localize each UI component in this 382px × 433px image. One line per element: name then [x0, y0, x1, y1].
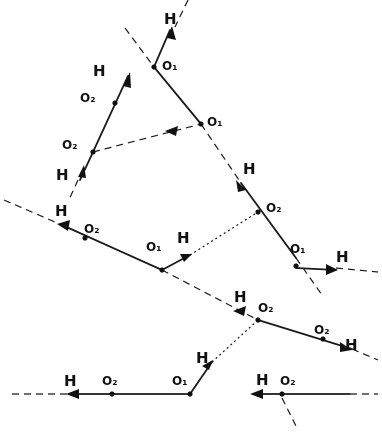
label-o1: O₁ [207, 115, 222, 129]
chain-axis-top-left [124, 27, 155, 68]
arrow-right-chain-h [236, 180, 246, 192]
atom-dot [112, 100, 118, 106]
chain-axis-right-upper [200, 123, 242, 184]
label-o2: O₂ [266, 201, 281, 215]
label-h: H [164, 10, 177, 28]
chain-axis-bottom-drop [281, 397, 299, 431]
label-h: H [55, 202, 68, 220]
label-h: H [345, 336, 358, 354]
bond-lower-chain [257, 319, 353, 350]
label-o2: O₂ [62, 138, 77, 152]
arrow-upper-left-h [57, 220, 70, 231]
label-h: H [56, 166, 69, 184]
arrow-right-o1-h [326, 264, 338, 275]
atom-dot [159, 267, 165, 273]
label-o1: O₁ [290, 242, 305, 256]
label-h: H [93, 62, 106, 80]
atom-dot [187, 391, 193, 397]
label-o2: O₂ [80, 91, 95, 105]
chain-axis-upper-left [3, 199, 63, 226]
label-h: H [243, 160, 256, 178]
arrow-bottom-right-h [250, 389, 263, 399]
hbond-middle-to-right [189, 211, 259, 256]
chain-axis-left-vertical [67, 179, 79, 203]
arrow-lower-chain-h [233, 306, 246, 316]
atom-dot [82, 235, 88, 241]
arrow-middle-o1-h [180, 254, 192, 262]
atom-dot [255, 209, 261, 215]
label-o2: O₂ [102, 374, 117, 388]
atom-dot [320, 336, 326, 342]
label-h: H [336, 248, 349, 266]
arrow-bottom-o1-h [202, 360, 213, 370]
atom-dot [279, 391, 285, 397]
arrow-left-upper-h [123, 72, 131, 88]
hbond-left-to-top [92, 123, 202, 153]
arrow-bottom-left-h [66, 389, 79, 399]
atom-dot [109, 391, 115, 397]
bond-right-chain [240, 182, 297, 259]
bond-segments [61, 29, 353, 395]
label-h: H [256, 371, 269, 389]
bond-top-o1-o1 [153, 66, 202, 125]
chain-axis-top [174, 0, 189, 28]
chain-axis-bottom-right [351, 348, 379, 361]
label-o1: O₁ [172, 374, 187, 388]
atom-dot [293, 263, 299, 269]
label-o1: O₁ [146, 240, 161, 254]
label-o2: O₂ [280, 374, 295, 388]
bond-left-o2-h [92, 75, 129, 153]
hydrogen-bonds [92, 123, 259, 363]
atom-dot [198, 121, 204, 127]
arrow-top-h [167, 26, 176, 40]
bond-top-h-o1 [153, 29, 171, 68]
arrow-left-lower-h [78, 165, 86, 178]
atom-dots [82, 64, 326, 397]
chain-axis-right-lower [295, 257, 323, 296]
label-h: H [196, 349, 209, 367]
arrowheads [57, 26, 352, 399]
arrow-lower-right-h [340, 342, 352, 352]
label-h: H [177, 229, 190, 247]
label-o2: O₂ [314, 323, 329, 337]
atom-dot [255, 317, 261, 323]
label-h: H [64, 372, 77, 390]
bond-middle-chain [61, 224, 163, 271]
label-h: H [234, 288, 247, 306]
atom-dot [151, 64, 157, 70]
arrow-hbond-left [165, 126, 178, 136]
label-o1: O₁ [162, 59, 177, 73]
atom-labels: H O₁ H O₂ O₁ O₂ H H O₂ H O₂ H O₁ O₁ H H … [55, 10, 358, 390]
label-o2: O₂ [258, 301, 273, 315]
chain-axis-right-tail [335, 267, 379, 273]
hbond-bottom-to-lower [211, 319, 259, 363]
label-o2: O₂ [84, 222, 99, 236]
atom-dot [90, 149, 96, 155]
